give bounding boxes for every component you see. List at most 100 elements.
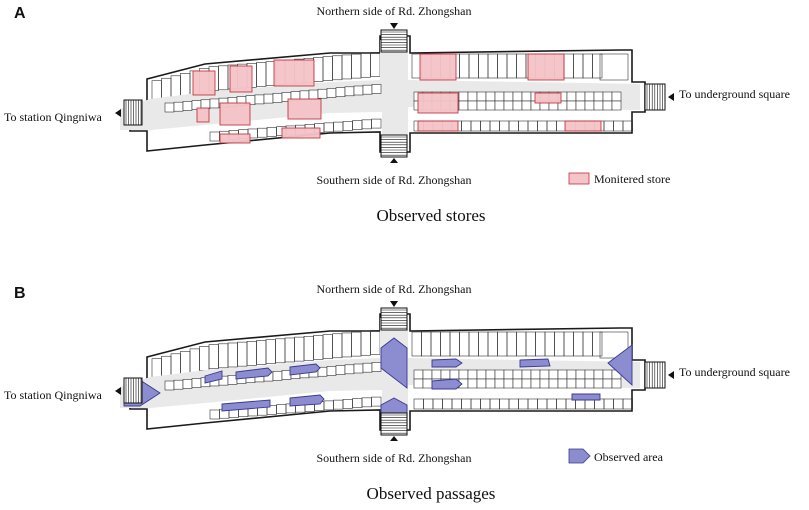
store-cell <box>494 91 505 102</box>
observed-area <box>289 363 321 376</box>
store-cell <box>209 98 220 109</box>
store-cell <box>371 118 382 129</box>
store-cell <box>602 100 613 111</box>
west-label-a: To station Qingniwa <box>4 110 102 124</box>
observed-area <box>380 337 408 389</box>
east-arrow <box>668 371 674 379</box>
west-stairs <box>123 377 143 404</box>
store-cell <box>458 100 469 111</box>
store-cell <box>173 101 184 112</box>
monitored-stores-a <box>192 53 602 144</box>
caption-a: Observed stores <box>376 206 485 225</box>
monitored-store <box>417 120 459 132</box>
store-cell <box>566 91 577 102</box>
store-cell <box>200 99 211 110</box>
store-cell <box>476 369 487 380</box>
store-cell <box>299 90 310 101</box>
legend-label-b: Observed area <box>594 450 664 464</box>
store-cell <box>263 93 274 104</box>
store-cell <box>584 378 595 389</box>
panel-a-letter: A <box>14 5 26 22</box>
corridor-b <box>120 318 640 426</box>
observed-area <box>431 358 463 368</box>
store-cell <box>353 85 364 96</box>
store-cell <box>521 100 532 111</box>
store-grid-b-lower <box>164 362 633 420</box>
store-cell <box>440 369 451 380</box>
store-cell <box>566 369 577 380</box>
east-arrow <box>668 93 674 101</box>
west-arrow <box>115 109 121 117</box>
observed-area <box>571 393 601 401</box>
observed-area <box>431 378 463 390</box>
store-cell <box>476 91 487 102</box>
store-cell <box>611 378 622 389</box>
store-cell <box>344 364 355 375</box>
store-cell <box>476 378 487 389</box>
store-cell <box>611 91 622 102</box>
monitored-store <box>534 92 562 104</box>
south-stairs <box>380 412 408 436</box>
store-cell <box>494 378 505 389</box>
store-cell <box>191 378 202 388</box>
store-cell <box>485 378 496 389</box>
store-cell <box>164 102 175 113</box>
store-cell <box>476 100 487 111</box>
store-cell <box>557 369 568 380</box>
store-cell <box>593 369 604 380</box>
store-cell <box>575 378 586 389</box>
store-cell <box>548 378 559 389</box>
store-cell <box>371 396 382 407</box>
store-cell <box>164 380 175 391</box>
corridor-a <box>120 40 640 148</box>
panel-a: A Northern side of Rd. Zhongshan Souther… <box>4 4 790 225</box>
store-cell <box>494 369 505 380</box>
store-cell <box>521 378 532 389</box>
legend-swatch-b <box>568 448 591 464</box>
monitored-store <box>564 120 602 132</box>
store-cell <box>593 100 604 111</box>
store-cell <box>371 84 382 94</box>
store-cell <box>592 53 603 79</box>
store-cell <box>335 365 346 375</box>
store-cell <box>485 100 496 111</box>
north-stairs <box>380 307 408 331</box>
store-cell <box>362 84 373 95</box>
store-cell <box>584 100 595 111</box>
south-label-b: Southern side of Rd. Zhongshan <box>317 451 472 465</box>
observed-area <box>519 358 551 368</box>
store-cell <box>539 369 550 380</box>
store-cell <box>602 369 613 380</box>
monitored-store <box>219 133 251 144</box>
store-cell <box>485 369 496 380</box>
store-cell <box>254 94 265 105</box>
store-cell <box>530 378 541 389</box>
store-cell <box>422 378 433 389</box>
monitored-store <box>419 53 457 81</box>
store-cell <box>173 379 184 390</box>
store-cell <box>485 91 496 102</box>
panel-b-letter: B <box>14 285 26 302</box>
observed-area <box>607 344 633 387</box>
store-cell <box>344 86 355 97</box>
store-cell <box>512 378 523 389</box>
store-cell <box>575 369 586 380</box>
store-cell <box>602 378 613 389</box>
store-cell <box>521 369 532 380</box>
store-cell <box>584 369 595 380</box>
store-cell <box>575 91 586 102</box>
monitored-store <box>229 65 253 93</box>
store-cell <box>593 378 604 389</box>
store-cell <box>503 100 514 111</box>
store-cell <box>611 100 622 111</box>
store-cell <box>413 378 424 389</box>
store-cell <box>512 100 523 111</box>
observed-area <box>204 370 223 384</box>
store-cell <box>467 369 478 380</box>
store-cell <box>362 362 373 373</box>
store-cell <box>584 91 595 102</box>
panel-b: B Northern side of Rd. Zhongshan Souther… <box>4 282 790 503</box>
north-arrow <box>390 301 398 307</box>
store-cell <box>182 379 193 389</box>
